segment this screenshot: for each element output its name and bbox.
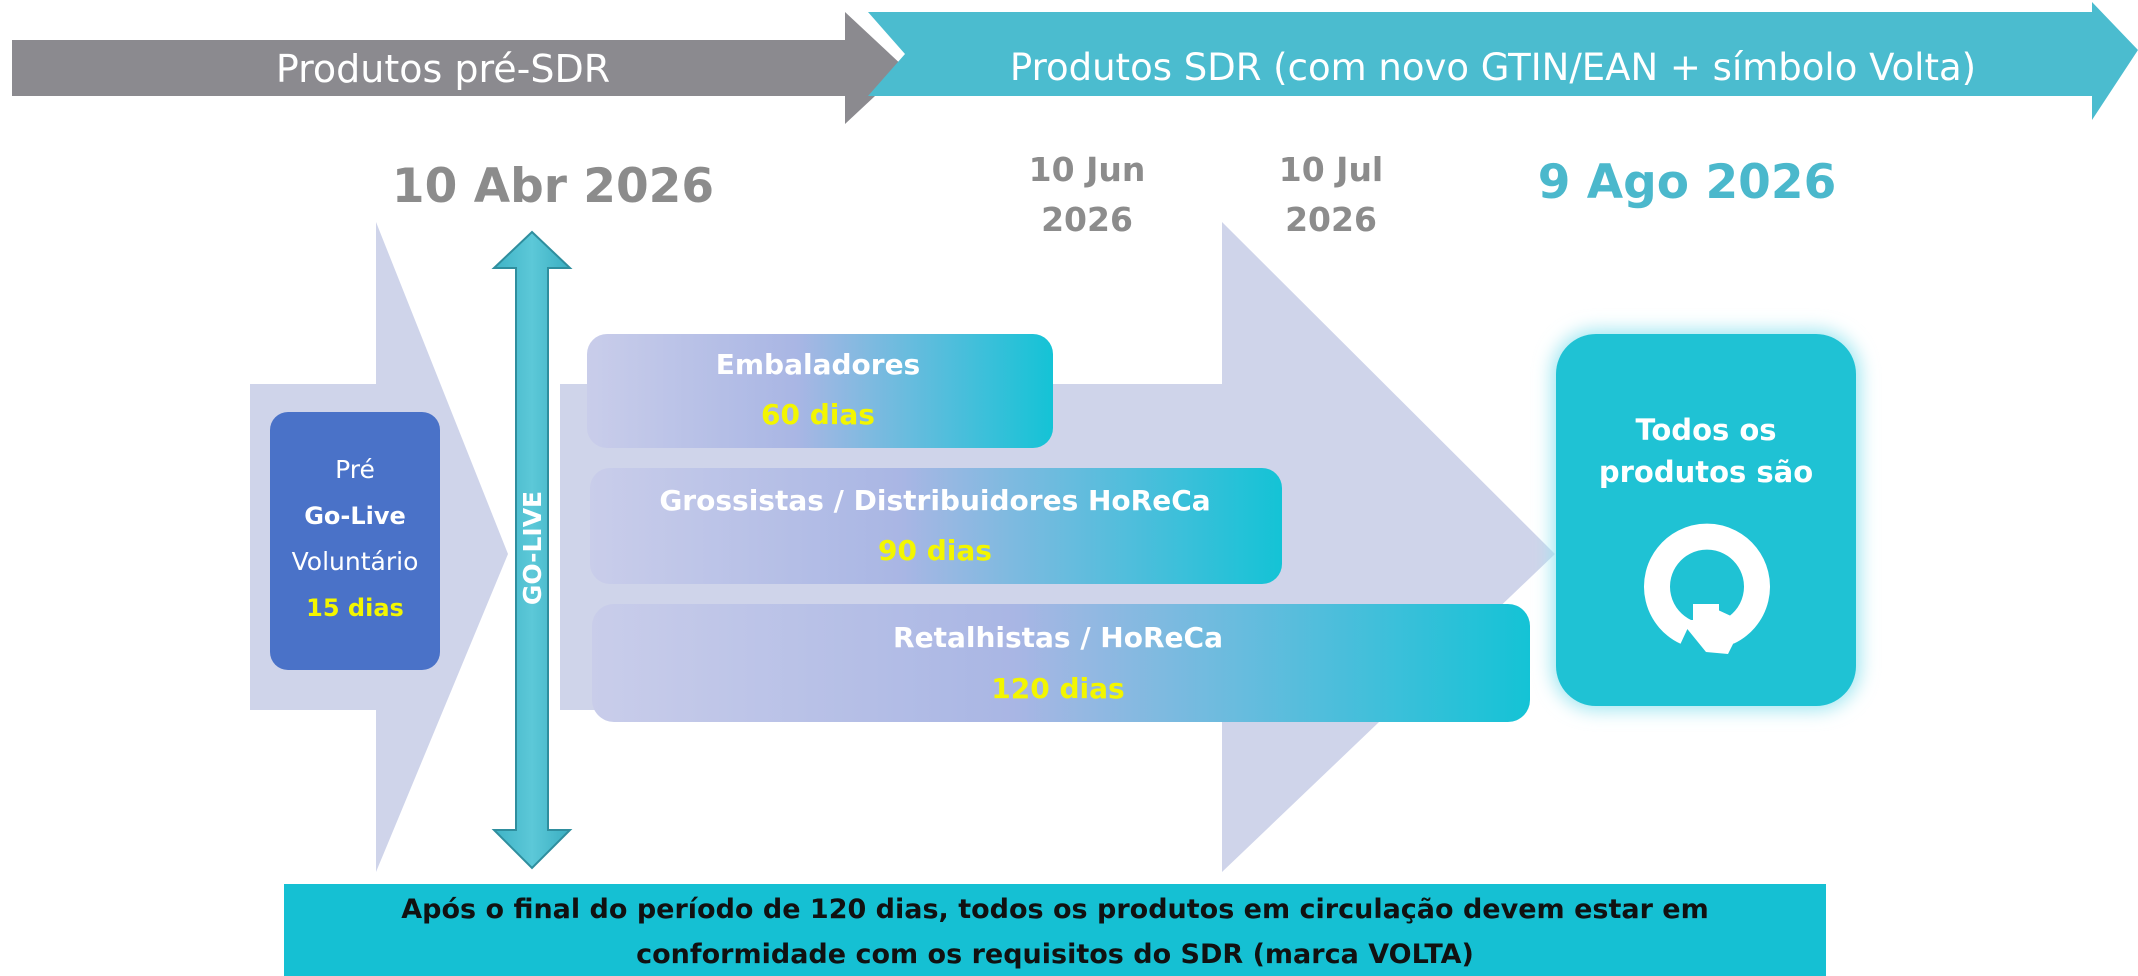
- date-jul-line1: 10 Jul: [1279, 150, 1384, 189]
- pre-golive-box: [270, 412, 440, 670]
- phase-title-grossistas: Grossistas / Distribuidores HoReCa: [659, 484, 1210, 517]
- date-jun-line2: 2026: [1041, 200, 1133, 239]
- sdr-arrow: [868, 2, 2138, 120]
- phase-bar-retalhistas: [592, 604, 1530, 722]
- footer-banner: [284, 884, 1826, 976]
- pre-golive-line1: Pré: [335, 455, 375, 484]
- volta-loop-arrow-icon: [1644, 523, 1770, 654]
- phase-bar-embaladores: [587, 334, 1053, 448]
- sdr-label: Produtos SDR (com novo GTIN/EAN + símbol…: [1010, 46, 1976, 89]
- result-box: [1556, 334, 1856, 706]
- result-line1: Todos os: [1635, 413, 1776, 447]
- result-line2: produtos são: [1599, 455, 1813, 489]
- footer-line2: conformidade com os requisitos do SDR (m…: [636, 939, 1474, 970]
- pre-sdr-label: Produtos pré-SDR: [276, 47, 610, 91]
- date-jul-line2: 2026: [1285, 200, 1377, 239]
- phase-title-embaladores: Embaladores: [716, 348, 920, 381]
- phase-days-grossistas: 90 dias: [878, 534, 992, 567]
- pre-golive-line2: Go-Live: [304, 502, 406, 530]
- date-final: 9 Ago 2026: [1538, 155, 1837, 210]
- pre-golive-days: 15 dias: [306, 594, 404, 622]
- phase-title-retalhistas: Retalhistas / HoReCa: [893, 621, 1223, 654]
- golive-double-arrow: [491, 230, 573, 870]
- footer-line1: Após o final do período de 120 dias, tod…: [401, 894, 1708, 925]
- phase-days-retalhistas: 120 dias: [991, 672, 1124, 705]
- phase-bar-grossistas: [590, 468, 1282, 584]
- pre-golive-line3: Voluntário: [292, 547, 419, 576]
- pre-sdr-arrow: [12, 12, 905, 124]
- golive-label: GO-LIVE: [518, 491, 547, 605]
- phase-days-embaladores: 60 dias: [761, 398, 875, 431]
- date-golive: 10 Abr 2026: [392, 159, 714, 214]
- date-jun-line1: 10 Jun: [1029, 150, 1146, 189]
